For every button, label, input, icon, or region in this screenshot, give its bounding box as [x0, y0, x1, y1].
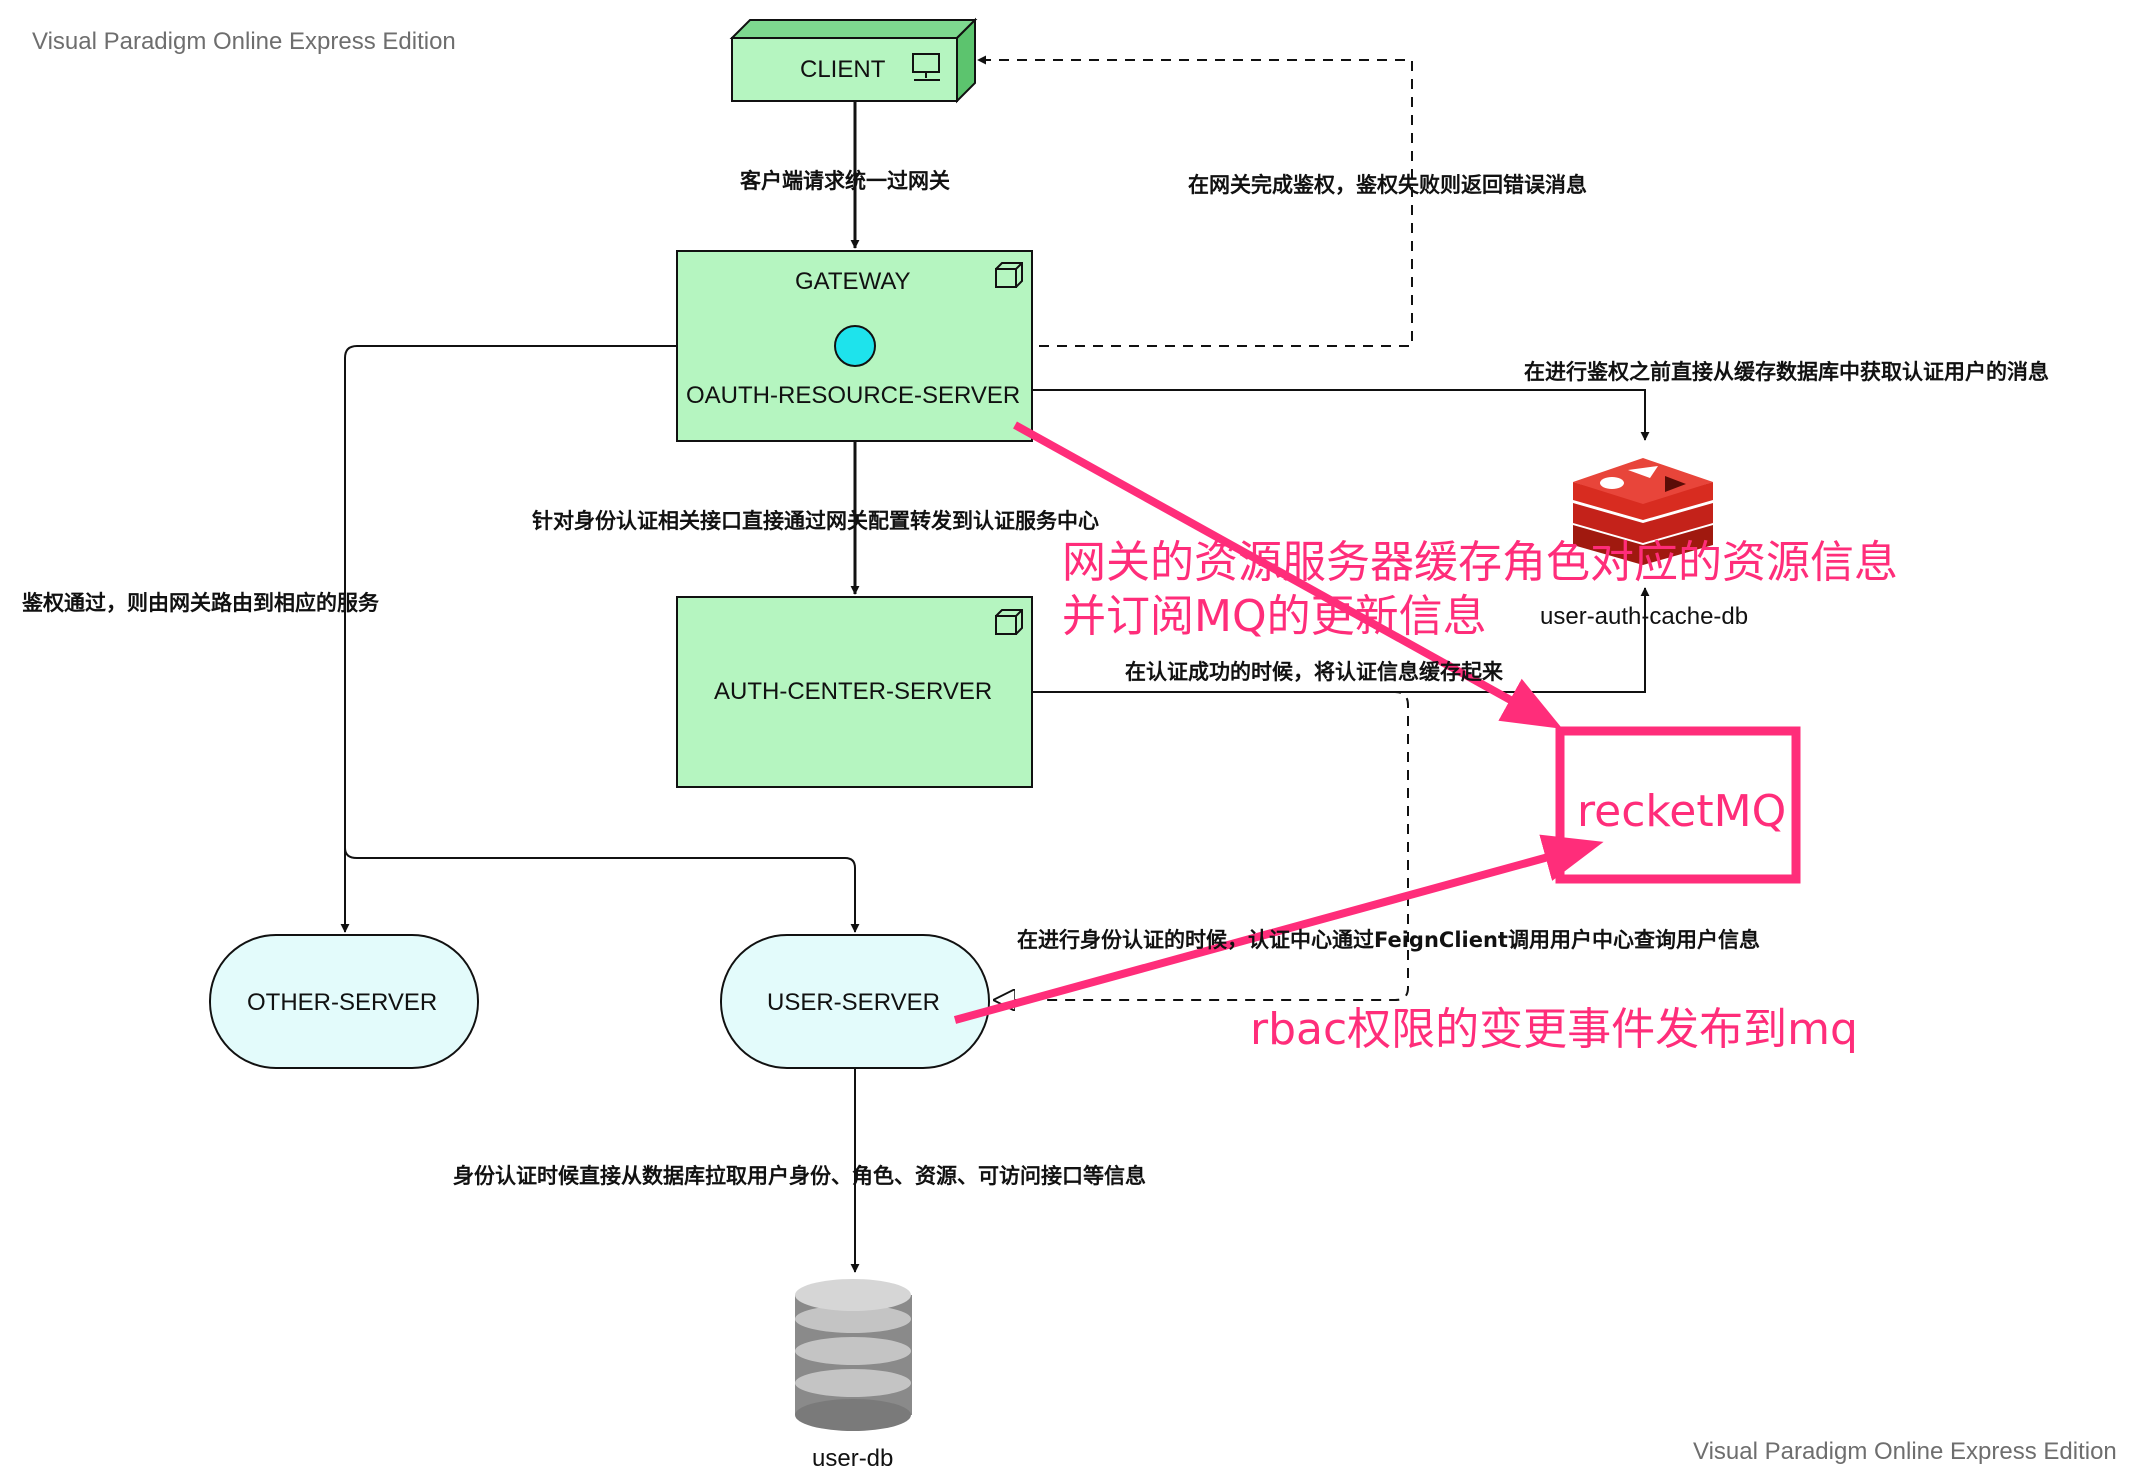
- component-icon: [995, 609, 1023, 635]
- annotation-arrow-user-to-mq: [953, 834, 1604, 1024]
- auth-center-label: AUTH-CENTER-SERVER: [714, 678, 993, 705]
- mq-label: recketMQ: [1577, 786, 1787, 837]
- edge-label-gateway-reply: 在网关完成鉴权，鉴权失败则返回错误消息: [1188, 173, 1587, 197]
- gateway-subtitle: OAUTH-RESOURCE-SERVER: [686, 382, 1021, 409]
- redis-icon[interactable]: [1573, 458, 1713, 565]
- edge-auth-user: [995, 691, 1409, 1000]
- edge-label-client-gateway: 客户端请求统一过网关: [740, 169, 950, 193]
- annotation-gateway-note-1: 网关的资源服务器缓存角色对应的资源信息: [1062, 537, 1898, 588]
- user-db-label: user-db: [812, 1445, 894, 1472]
- edge-label-gateway-auth: 针对身份认证相关接口直接通过网关配置转发到认证服务中心: [532, 509, 1099, 533]
- mq-highlight-box[interactable]: [1555, 726, 1801, 884]
- gateway-title: GATEWAY: [795, 268, 911, 295]
- user-server-node[interactable]: [720, 934, 990, 1069]
- edge-label-gateway-cache: 在进行鉴权之前直接从缓存数据库中获取认证用户的消息: [1524, 360, 2049, 384]
- annotation-gateway-note-2: 并订阅MQ的更新信息: [1062, 591, 1487, 642]
- edge-label-auth-user: 在进行身份认证的时候，认证中心通过FeignClient调用用户中心查询用户信息: [1017, 928, 1760, 952]
- edge-label-gateway-services: 鉴权通过，则由网关路由到相应的服务: [22, 591, 379, 615]
- annotation-arrow-gateway-to-mq: [1013, 421, 1563, 729]
- edge-label-user-db: 身份认证时候直接从数据库拉取用户身份、角色、资源、可访问接口等信息: [453, 1164, 1146, 1188]
- cache-db-label: user-auth-cache-db: [1540, 603, 1749, 630]
- user-server-label: USER-SERVER: [767, 989, 940, 1016]
- other-server-label: OTHER-SERVER: [247, 989, 438, 1016]
- monitor-icon: [912, 53, 940, 81]
- interface-icon: [834, 325, 876, 367]
- watermark-bottom: Visual Paradigm Online Express Edition: [1693, 1438, 2117, 1465]
- client-node[interactable]: [729, 17, 978, 104]
- edge-gateway-services: [344, 345, 860, 933]
- component-icon: [995, 262, 1023, 288]
- annotation-rbac-note: rbac权限的变更事件发布到mq: [1250, 1004, 1858, 1055]
- edge-label-auth-cache: 在认证成功的时候，将认证信息缓存起来: [1125, 660, 1503, 684]
- watermark-top: Visual Paradigm Online Express Edition: [32, 28, 456, 55]
- edge-gateway-cache: [1031, 389, 1650, 441]
- other-server-node[interactable]: [209, 934, 479, 1069]
- database-icon[interactable]: [795, 1279, 912, 1431]
- auth-center-node[interactable]: [676, 596, 1033, 788]
- client-label: CLIENT: [800, 56, 886, 83]
